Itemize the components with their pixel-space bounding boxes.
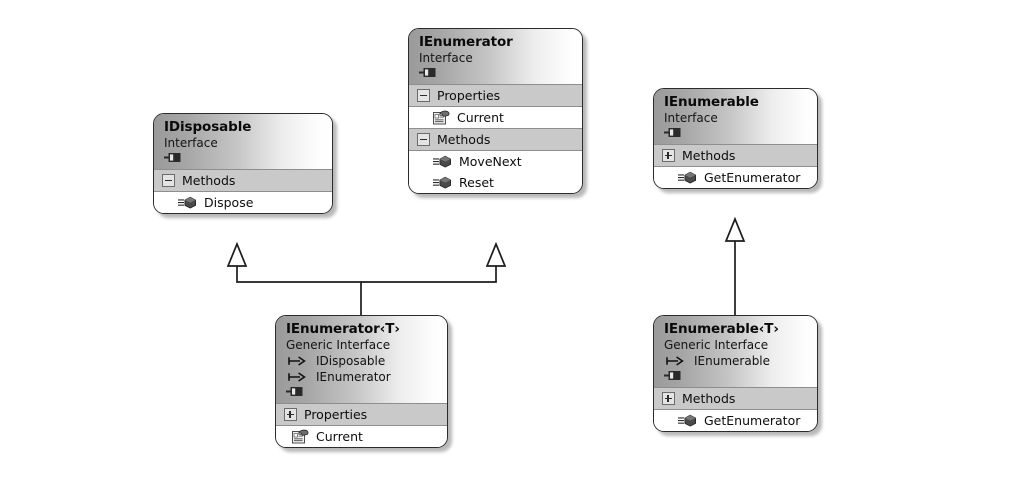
section-label: Methods	[682, 391, 736, 406]
method-cube-icon	[678, 414, 697, 427]
member-label: GetEnumerator	[704, 413, 801, 428]
member-row[interactable]: GetEnumerator	[654, 410, 817, 431]
uml-class-ienumerator-generic[interactable]: IEnumerator‹T› Generic Interface IDispos…	[275, 315, 448, 448]
class-stereotype: Interface	[164, 136, 218, 150]
uml-class-ienumerable-generic[interactable]: IEnumerable‹T› Generic Interface IEnumer…	[653, 315, 818, 432]
inheritance-triangle-ienumerable	[724, 216, 746, 242]
expand-plus-icon[interactable]	[284, 408, 297, 421]
member-row[interactable]: Dispose	[154, 192, 332, 213]
member-row[interactable]: Reset	[409, 172, 582, 193]
class-header: IEnumerator‹T› Generic Interface IDispos…	[276, 316, 447, 403]
uml-class-ienumerator[interactable]: IEnumerator Interface Properties	[408, 28, 583, 194]
class-title: IEnumerator‹T›	[286, 321, 400, 337]
class-stereotype: Generic Interface	[286, 338, 391, 352]
property-card-icon	[433, 110, 450, 125]
connector-ienumeratorT-to-ienumerator	[361, 266, 497, 283]
method-cube-icon	[433, 155, 452, 168]
member-row[interactable]: Current	[276, 426, 447, 447]
member-label: Current	[316, 429, 363, 444]
section-header-methods[interactable]: Methods	[654, 387, 817, 410]
property-card-icon	[292, 429, 309, 444]
section-header-methods[interactable]: Methods	[409, 128, 582, 151]
interface-icon-row	[419, 67, 573, 78]
inheritance-triangle-idisposable	[226, 241, 248, 267]
member-label: GetEnumerator	[704, 170, 801, 185]
inherit-arrow-icon	[666, 356, 684, 366]
interface-icon-row	[664, 370, 808, 381]
interface-plug-icon	[419, 68, 436, 77]
section-label: Methods	[182, 173, 236, 188]
section-header-properties[interactable]: Properties	[409, 84, 582, 107]
base-interface-row: IDisposable	[286, 353, 438, 369]
base-interface-label: IEnumerable	[694, 354, 771, 368]
class-header: IEnumerable Interface	[654, 89, 817, 144]
interface-icon-row	[286, 386, 438, 397]
interface-plug-icon	[664, 371, 681, 380]
collapse-minus-icon[interactable]	[417, 133, 430, 146]
base-interface-label: IEnumerator	[316, 370, 391, 384]
class-header: IEnumerable‹T› Generic Interface IEnumer…	[654, 316, 817, 387]
class-title: IEnumerable	[664, 94, 759, 110]
section-header-properties[interactable]: Properties	[276, 403, 447, 426]
expand-plus-icon[interactable]	[662, 149, 675, 162]
inherit-arrow-icon	[288, 372, 306, 382]
section-label: Methods	[682, 148, 736, 163]
inherit-arrow-icon	[288, 356, 306, 366]
section-header-methods[interactable]: Methods	[154, 169, 332, 192]
method-cube-icon	[178, 196, 197, 209]
interface-plug-icon	[164, 153, 181, 162]
class-title: IDisposable	[164, 119, 252, 135]
connector-ienumeratorT-bus	[236, 266, 362, 315]
uml-class-ienumerable[interactable]: IEnumerable Interface Methods G	[653, 88, 818, 189]
class-header: IDisposable Interface	[154, 114, 332, 169]
section-label: Methods	[437, 132, 491, 147]
base-interface-row: IEnumerable	[664, 353, 808, 369]
method-cube-icon	[433, 176, 452, 189]
class-stereotype: Interface	[664, 111, 718, 125]
class-header: IEnumerator Interface	[409, 29, 582, 84]
interface-icon-row	[164, 152, 323, 163]
method-cube-icon	[678, 171, 697, 184]
member-label: Dispose	[204, 195, 254, 210]
member-label: Current	[457, 110, 504, 125]
interface-icon-row	[664, 127, 808, 138]
section-label: Properties	[437, 88, 501, 103]
class-stereotype: Interface	[419, 51, 473, 65]
uml-class-idisposable[interactable]: IDisposable Interface Methods D	[153, 113, 333, 214]
section-label: Properties	[304, 407, 368, 422]
interface-plug-icon	[286, 387, 303, 396]
class-stereotype: Generic Interface	[664, 338, 769, 352]
base-interface-row: IEnumerator	[286, 369, 438, 385]
class-title: IEnumerable‹T›	[664, 321, 779, 337]
member-label: Reset	[459, 175, 494, 190]
section-header-methods[interactable]: Methods	[654, 144, 817, 167]
member-row[interactable]: GetEnumerator	[654, 167, 817, 188]
class-title: IEnumerator	[419, 34, 513, 50]
inheritance-triangle-ienumerator	[485, 241, 507, 267]
collapse-minus-icon[interactable]	[417, 89, 430, 102]
member-row[interactable]: Current	[409, 107, 582, 128]
member-row[interactable]: MoveNext	[409, 151, 582, 172]
collapse-minus-icon[interactable]	[162, 174, 175, 187]
expand-plus-icon[interactable]	[662, 392, 675, 405]
member-label: MoveNext	[459, 154, 522, 169]
base-interface-label: IDisposable	[316, 354, 386, 368]
interface-plug-icon	[664, 128, 681, 137]
